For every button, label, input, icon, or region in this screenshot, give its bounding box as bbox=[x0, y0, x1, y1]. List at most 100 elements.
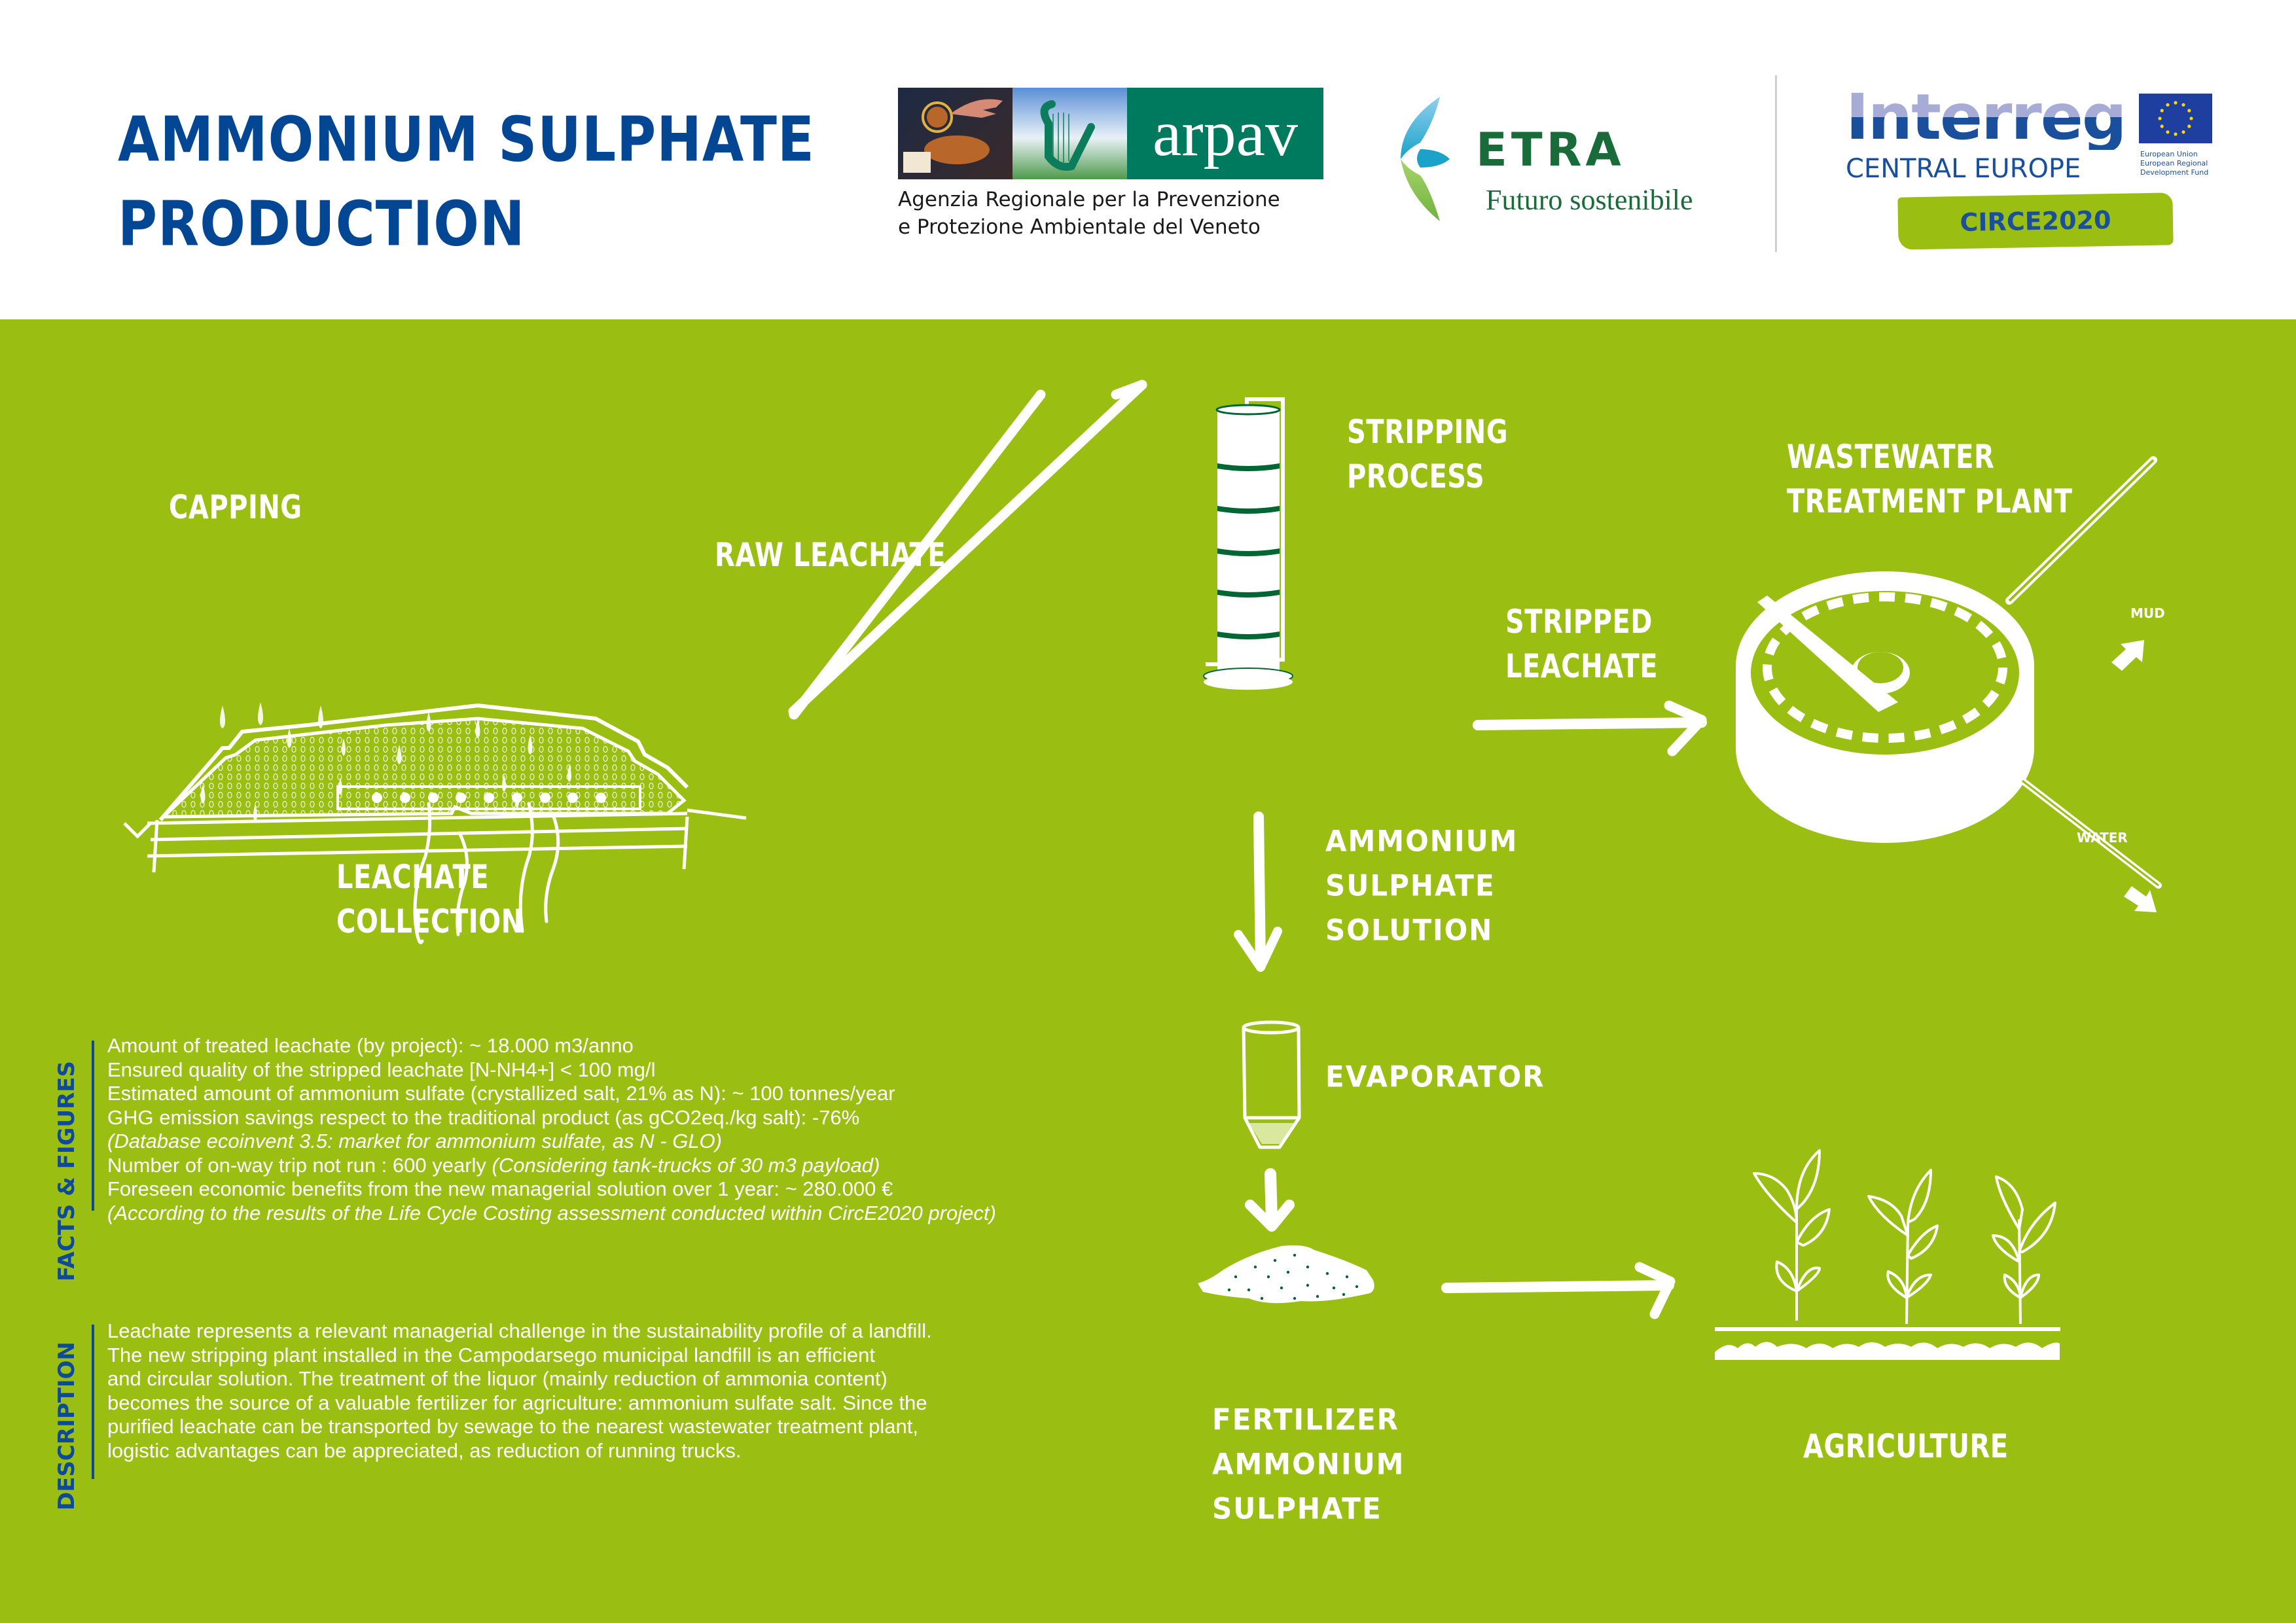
mud-arrow-icon bbox=[2111, 640, 2144, 671]
label-stripped-1: STRIPPED bbox=[1505, 603, 1653, 641]
plant-2 bbox=[1867, 1169, 1939, 1325]
etra-wordmark: ETRA bbox=[1476, 123, 1625, 177]
granule bbox=[1234, 1275, 1238, 1279]
etra-drop-icon bbox=[1401, 97, 1450, 221]
leachate-flow-lines bbox=[413, 802, 560, 944]
granule bbox=[1280, 1286, 1283, 1290]
label-evaporator: EVAPORATOR bbox=[1325, 1060, 1545, 1094]
label-solution-2: SULPHATE bbox=[1325, 868, 1496, 902]
page-title: AMMONIUM SULPHATE PRODUCTION bbox=[118, 98, 815, 267]
harp-icon bbox=[1013, 88, 1127, 179]
granule bbox=[1306, 1265, 1310, 1269]
fact-line: (According to the results of the Life Cy… bbox=[107, 1201, 996, 1224]
arpav-logo: arpav Agenzia Regionale per la Prevenzio… bbox=[898, 88, 1323, 241]
description-line: and circular solution. The treatment of … bbox=[107, 1367, 888, 1390]
eu-star-icon bbox=[2181, 130, 2185, 134]
fact-line: Amount of treated leachate (by project):… bbox=[107, 1034, 634, 1057]
label-fertilizer-2: AMMONIUM bbox=[1212, 1447, 1405, 1481]
label-solution-3: SOLUTION bbox=[1325, 913, 1494, 947]
granule bbox=[1286, 1270, 1290, 1274]
winged-lion-icon bbox=[898, 88, 1013, 179]
eu-star-icon bbox=[2160, 109, 2164, 113]
raw-arrow bbox=[788, 380, 1147, 717]
granule bbox=[1260, 1296, 1264, 1300]
eu-star-icon bbox=[2189, 116, 2193, 120]
arpav-subtitle: Agenzia Regionale per la Prevenzione e P… bbox=[898, 186, 1323, 241]
granule bbox=[1332, 1286, 1336, 1290]
facts-divider bbox=[92, 1041, 94, 1211]
etra-logo: ETRA Futuro sostenibile bbox=[1394, 97, 1708, 221]
label-fertilizer-1: FERTILIZER bbox=[1212, 1402, 1399, 1436]
label-fertilizer-3: SULPHATE bbox=[1212, 1491, 1382, 1525]
eu-star-icon bbox=[2174, 132, 2178, 136]
interreg-programme: CENTRAL EUROPE bbox=[1846, 154, 2081, 184]
landfill-capping-icon bbox=[123, 702, 747, 944]
granule bbox=[1316, 1294, 1319, 1298]
plants-icon bbox=[1715, 1149, 2060, 1360]
granule bbox=[1345, 1275, 1349, 1279]
logo-divider bbox=[1775, 75, 1777, 252]
interreg-logo: Interreg CENTRAL EUROPE European Union E… bbox=[1846, 84, 2212, 259]
description-line: The new stripping plant installed in the… bbox=[107, 1343, 875, 1366]
fact-line: Estimated amount of ammonium sulfate (cr… bbox=[107, 1082, 895, 1105]
arrow-down-icon bbox=[1234, 812, 1282, 972]
label-stripping-2: PROCESS bbox=[1347, 457, 1485, 496]
clarifier-tank-icon bbox=[1736, 456, 2162, 889]
eu-star-icon bbox=[2158, 116, 2162, 120]
label-wwtp-1: WASTEWATER bbox=[1787, 438, 1995, 476]
label-leachate-collection-1: LEACHATE bbox=[336, 858, 490, 897]
description-line: becomes the source of a valuable fertili… bbox=[107, 1391, 927, 1414]
granule bbox=[1293, 1253, 1297, 1257]
process-panel: CAPPING LEACHATE COLLECTION RAW LEACHATE bbox=[0, 319, 2296, 1623]
granule bbox=[1342, 1293, 1346, 1296]
description-divider bbox=[92, 1325, 94, 1479]
label-water: WATER bbox=[2077, 830, 2128, 846]
label-stripped-2: LEACHATE bbox=[1505, 647, 1659, 686]
etra-tagline: Futuro sostenibile bbox=[1486, 184, 1693, 216]
arrow-to-agriculture-icon bbox=[1441, 1262, 1676, 1319]
label-mud: MUD bbox=[2130, 605, 2165, 621]
facts-figures-label: FACTS & FIGURES bbox=[54, 1061, 80, 1281]
fact-line: Foreseen economic benefits from the new … bbox=[107, 1177, 893, 1200]
eu-star-icon bbox=[2166, 103, 2170, 107]
arrow-down-short-icon bbox=[1245, 1168, 1295, 1232]
eu-flag-icon bbox=[2139, 94, 2212, 143]
eu-star-icon bbox=[2160, 124, 2164, 128]
granule bbox=[1273, 1258, 1277, 1262]
arpav-subtitle-line: Agenzia Regionale per la Prevenzione bbox=[898, 188, 1280, 211]
granule bbox=[1355, 1285, 1359, 1289]
label-capping: CAPPING bbox=[169, 488, 302, 527]
granule bbox=[1293, 1296, 1297, 1300]
label-solution-1: AMMONIUM bbox=[1325, 824, 1518, 858]
plant-3 bbox=[1992, 1175, 2056, 1325]
plant-1 bbox=[1753, 1149, 1831, 1321]
fact-line: Ensured quality of the stripped leachate… bbox=[107, 1058, 656, 1081]
eu-fund-text: European Union European Regional Develop… bbox=[2140, 150, 2208, 177]
fact-line: GHG emission savings respect to the trad… bbox=[107, 1105, 860, 1129]
eu-star-icon bbox=[2187, 109, 2191, 113]
description-text: Leachate represents a relevant manageria… bbox=[107, 1319, 932, 1463]
arpav-wordmark: arpav bbox=[1127, 88, 1323, 179]
stripping-column-icon bbox=[1203, 397, 1293, 690]
project-badge: CIRCE2020 bbox=[1897, 192, 2174, 250]
eu-star-icon bbox=[2187, 124, 2191, 128]
soil-icon bbox=[1715, 1342, 2060, 1360]
label-leachate-collection-2: COLLECTION bbox=[336, 902, 524, 941]
label-agriculture: AGRICULTURE bbox=[1803, 1427, 2009, 1466]
eu-star-icon bbox=[2181, 103, 2185, 107]
raw-arrowhead-icon bbox=[1111, 380, 1147, 400]
eu-fund-line: Development Fund bbox=[2140, 168, 2209, 177]
granule bbox=[1247, 1288, 1251, 1292]
eu-fund-line: European Regional bbox=[2140, 159, 2208, 168]
granule bbox=[1253, 1265, 1257, 1269]
pipe-holes bbox=[339, 788, 639, 808]
granule bbox=[1306, 1283, 1310, 1287]
eu-star-icon bbox=[2166, 130, 2170, 134]
header: AMMONIUM SULPHATE PRODUCTION bbox=[0, 0, 2296, 319]
description-label: DESCRIPTION bbox=[54, 1342, 80, 1510]
eu-fund-line: European Union bbox=[2140, 150, 2198, 158]
evaporator-icon bbox=[1242, 1020, 1301, 1149]
granule bbox=[1325, 1272, 1329, 1275]
facts-list: Amount of treated leachate (by project):… bbox=[107, 1034, 996, 1225]
collection-pipe-icon bbox=[336, 785, 641, 810]
